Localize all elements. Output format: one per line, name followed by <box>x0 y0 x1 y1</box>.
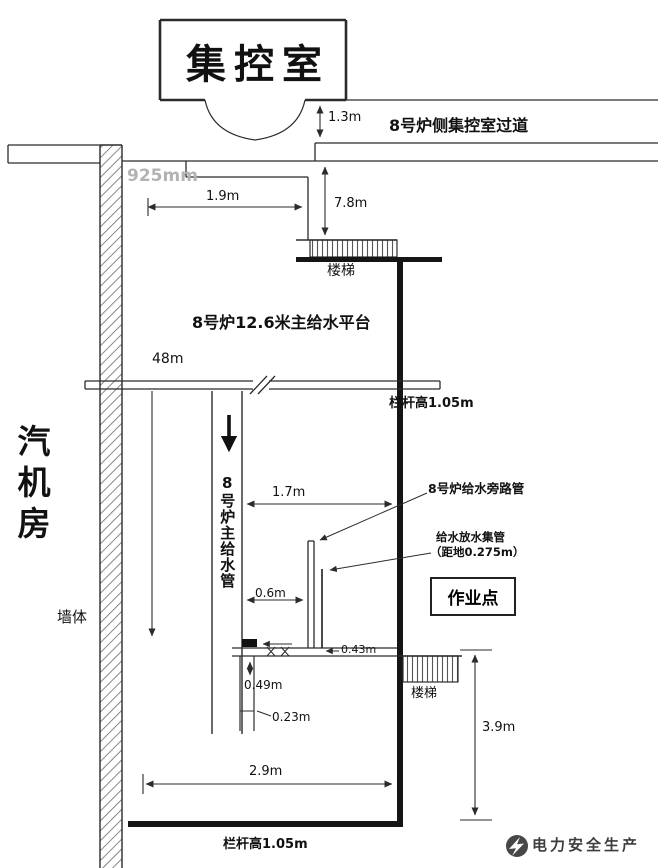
break-symbol <box>249 375 276 395</box>
dim-1-7m: 1.7m <box>272 485 306 500</box>
dim-0-23m: 0.23m <box>272 710 311 724</box>
thick-railing <box>128 262 403 827</box>
dim-1-3m: 1.3m <box>328 110 362 125</box>
bypass-pipe-label: 8号炉给水旁路管 <box>428 481 525 496</box>
label-leaders <box>262 492 432 655</box>
left-slab <box>7 144 309 240</box>
corridor-label: 8号炉侧集控室过道 <box>389 116 529 135</box>
lightning-logo-icon <box>506 835 528 857</box>
main-feed-pipe <box>211 391 243 734</box>
hatched-wall <box>99 144 123 868</box>
corridor-floor-lines <box>122 99 658 162</box>
drain-header-label-line2: （距地0.275m） <box>430 545 525 559</box>
wall-label: 墙体 <box>57 608 88 626</box>
small-dimensions <box>239 661 272 717</box>
dim-1-9m: 1.9m <box>206 189 240 204</box>
dim-2-9m: 2.9m <box>249 764 283 779</box>
stairs-top <box>296 239 442 262</box>
work-area-floor <box>232 647 397 731</box>
double-door-arcs <box>204 99 306 141</box>
railing-bottom-label: 栏杆高1.05m <box>223 837 308 852</box>
dim-0-43m: 0.43m <box>341 643 377 656</box>
work-point-box: 作业点 <box>430 577 516 616</box>
drain-header-label-line1: 给水放水集管 <box>436 530 505 544</box>
watermark-text: 电力安全生产 <box>532 836 641 854</box>
dim-3-9m: 3.9m <box>482 720 516 735</box>
work-point-marker <box>242 639 257 647</box>
work-point-label: 作业点 <box>447 589 499 609</box>
feedwater-platform <box>84 375 441 395</box>
control-room-walls <box>158 18 348 102</box>
dim-0-49m: 0.49m <box>244 678 283 692</box>
dim-925mm: 925mm <box>127 166 198 186</box>
bypass-pipe <box>307 540 315 648</box>
dim-0-6m: 0.6m <box>255 586 286 600</box>
stairs-bottom-label: 楼梯 <box>411 686 438 701</box>
floor-tick-marks <box>266 646 290 657</box>
control-room-title: 集控室 <box>186 41 330 88</box>
dim-7-8m: 7.8m <box>334 196 368 211</box>
dimension-lines <box>142 105 492 821</box>
stairs-top-label: 楼梯 <box>327 263 355 279</box>
stairs-bottom <box>398 655 462 683</box>
main-pipe-label: 8号炉主给水管 <box>218 474 237 589</box>
platform-label: 8号炉12.6米主给水平台 <box>192 313 371 332</box>
dim-48m: 48m <box>152 351 184 367</box>
railing-top-label: 栏杆高1.05m <box>389 396 474 411</box>
turbine-house-label: 汽机房 <box>11 424 51 547</box>
